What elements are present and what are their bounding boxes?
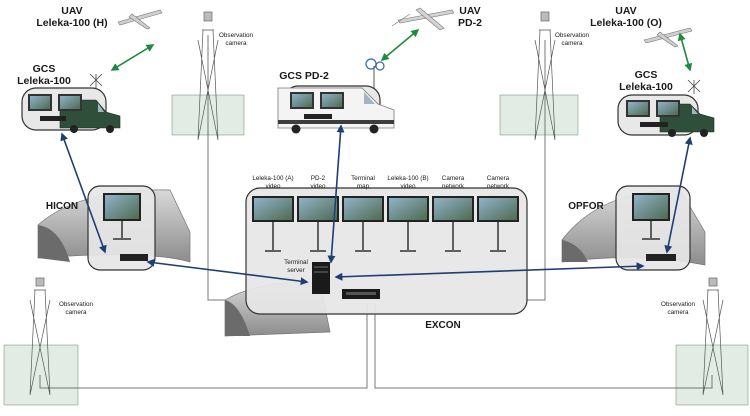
excon-display-caption-4-line1: Leleka-100 (B) (387, 175, 428, 182)
excon-display-caption-4: Leleka-100 (B)video (387, 175, 428, 190)
svg-text:GCS: GCS (33, 63, 56, 75)
svg-text:server: server (287, 267, 305, 274)
svg-text:UAV: UAV (615, 5, 636, 17)
excon-display-caption-1-line2: video (265, 183, 281, 190)
terminal-server-label: Terminal server (284, 259, 308, 274)
camera-label-top-right: Observation camera (555, 32, 589, 47)
excon-display-caption-1-line1: Leleka-100 (A) (252, 175, 293, 182)
svg-text:camera: camera (226, 40, 247, 47)
excon-display-caption-5-line2: network (442, 183, 465, 190)
gcs-center-label: GCS PD-2 (279, 70, 329, 82)
excon-display-5 (432, 196, 474, 252)
camera-mast-top-left (171, 11, 245, 141)
opfor-switch-icon (646, 254, 676, 261)
svg-text:camera: camera (562, 40, 583, 47)
hicon-monitor-icon (103, 193, 141, 240)
excon-display-caption-6-line1: Camera (487, 175, 510, 182)
svg-text:Leleka-100 (H): Leleka-100 (H) (36, 17, 107, 29)
svg-text:Observation: Observation (661, 301, 695, 308)
gcs-right-laptops (626, 100, 680, 127)
svg-text:Leleka-100: Leleka-100 (17, 75, 71, 87)
gcs-center-laptops (290, 92, 344, 119)
svg-text:GCS PD-2: GCS PD-2 (279, 70, 329, 82)
svg-text:camera: camera (66, 309, 87, 316)
svg-text:Terminal: Terminal (284, 259, 308, 266)
camera-label-bottom-right: Observation camera (661, 301, 695, 316)
antenna-right-icon (687, 79, 701, 94)
svg-text:UAV: UAV (61, 5, 82, 17)
radio-links (110, 28, 693, 72)
radio-link-right (677, 32, 693, 72)
svg-text:Observation: Observation (555, 32, 589, 39)
svg-text:GCS: GCS (635, 69, 658, 81)
excon-display-caption-6-line2: network (487, 183, 510, 190)
excon-label: EXCON (425, 320, 461, 331)
uav-center-icon (391, 7, 455, 31)
svg-text:Observation: Observation (219, 32, 253, 39)
link-gcs-center-server (327, 124, 345, 264)
excon-display-caption-3-line1: Terminal (351, 175, 375, 182)
excon-display-1 (252, 196, 294, 252)
svg-text:Leleka-100: Leleka-100 (619, 81, 673, 93)
opfor-monitor-icon (632, 193, 670, 240)
uav-left-label: UAV Leleka-100 (H) (36, 5, 107, 29)
antenna-left-icon (89, 73, 103, 88)
link-hicon-server (146, 258, 309, 286)
radio-link-center (380, 28, 420, 62)
svg-text:UAV: UAV (459, 5, 480, 17)
excon-display-caption-1: Leleka-100 (A)video (252, 175, 293, 190)
link-gcs-left-hicon (60, 132, 107, 254)
excon-display-caption-2-line1: PD-2 (311, 175, 326, 182)
excon-display-caption-3-line2: map (357, 183, 370, 190)
svg-text:camera: camera (668, 309, 689, 316)
excon-display-caption-4-line2: video (400, 183, 416, 190)
camera-label-top-left: Observation camera (219, 32, 253, 47)
gcs-left-label: GCS Leleka-100 (17, 63, 71, 87)
camera-label-bottom-left: Observation camera (59, 301, 93, 316)
gcs-left-laptops (28, 94, 82, 121)
excon-display-6 (477, 196, 519, 252)
svg-text:PD-2: PD-2 (458, 17, 482, 29)
network-links (60, 124, 693, 286)
opfor-label: OPFOR (568, 201, 604, 212)
uav-left-icon (117, 9, 163, 30)
svg-text:Leleka-100 (O): Leleka-100 (O) (590, 17, 662, 29)
gcs-right-label: GCS Leleka-100 (619, 69, 673, 93)
terminal-server-icon (312, 262, 330, 294)
camera-mast-bottom-right (675, 277, 749, 406)
excon-display-caption-5-line1: Camera (442, 175, 465, 182)
svg-text:Observation: Observation (59, 301, 93, 308)
uav-right-icon (643, 27, 693, 48)
camera-mast-bottom-left (3, 277, 79, 406)
radio-link-left (110, 44, 155, 71)
uav-right-label: UAV Leleka-100 (O) (590, 5, 662, 29)
link-opfor-server (334, 262, 645, 281)
excon-display-caption-2-line2: video (310, 183, 326, 190)
antenna-center-icon (365, 58, 385, 88)
hicon-label: HICON (46, 201, 78, 212)
camera-mast-top-right (499, 11, 579, 141)
uav-center-label: UAV PD-2 (458, 5, 482, 29)
excon-switch-icon (342, 289, 380, 299)
excon-display-3 (342, 196, 384, 252)
hicon-switch-icon (120, 254, 148, 261)
excon-display-4 (387, 196, 429, 252)
link-gcs-right-opfor (664, 136, 693, 254)
